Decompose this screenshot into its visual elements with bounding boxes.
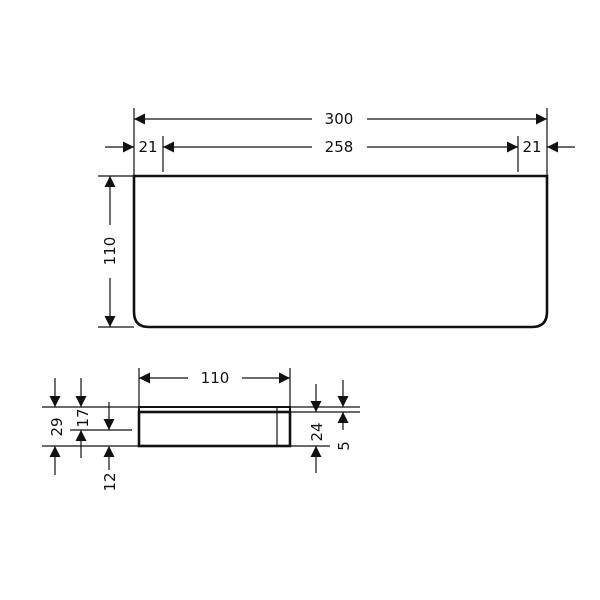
dimension-lip-height: 5 — [335, 441, 353, 451]
top-view: 300 258 21 21 110 — [98, 108, 575, 329]
shelf-outline-top — [132, 174, 549, 329]
dimension-side-width: 110 — [201, 369, 230, 387]
side-view: 110 29 17 12 24 5 — [42, 368, 360, 492]
dimension-depth: 110 — [101, 237, 119, 266]
dimension-inner-width: 258 — [325, 138, 354, 156]
dimension-total-height: 29 — [48, 417, 66, 436]
dimension-lower-height: 12 — [101, 472, 119, 491]
dimension-right-offset: 21 — [522, 138, 541, 156]
dimension-overall-width: 300 — [325, 110, 354, 128]
shelf-body — [137, 410, 292, 448]
dimension-upper-height: 17 — [74, 408, 92, 427]
dimension-left-offset: 21 — [138, 138, 157, 156]
dimension-body-height: 24 — [308, 422, 326, 441]
